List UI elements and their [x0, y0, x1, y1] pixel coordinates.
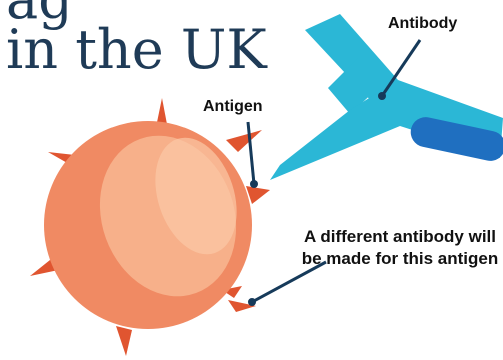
spike-top-right — [226, 130, 262, 152]
label-antigen: Antigen — [203, 98, 263, 116]
label-antibody: Antibody — [388, 15, 457, 33]
pointer-antigen — [248, 122, 254, 184]
pointer-antigen-dot — [250, 180, 258, 188]
antibody-shape — [270, 14, 503, 180]
spike-bottom — [116, 326, 132, 356]
pointer-note-dot — [248, 298, 256, 306]
spike-right — [246, 186, 270, 204]
label-note: A different antibody will be made for th… — [300, 226, 500, 270]
pointer-antibody-dot — [378, 92, 386, 100]
antigen-cell — [30, 98, 270, 356]
